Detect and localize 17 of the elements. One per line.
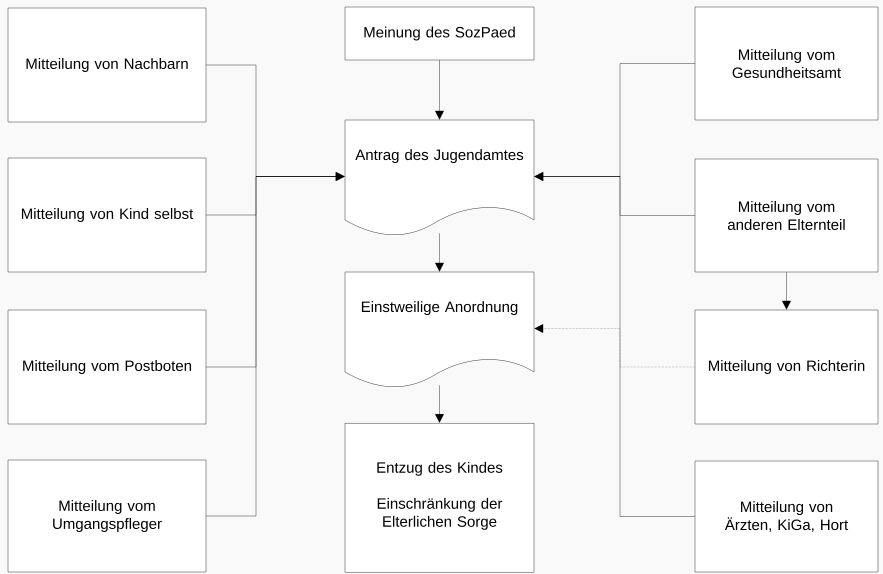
arrow (435, 385, 444, 423)
process-box: Mitteilung vom Gesundheitsamt (694, 6, 878, 120)
process-box: Meinung des SozPaed (344, 6, 534, 60)
process-box: Mitteilung von Kind selbst (8, 158, 206, 272)
process-box: Mitteilung vom Umgangspfleger (8, 460, 206, 572)
process-box: Mitteilung von Ärzten, KiGa, Hort (694, 460, 878, 572)
process-box: Mitteilung von Richterin (694, 310, 878, 424)
arrow (206, 172, 345, 516)
process-box: Mitteilung vom Postboten (8, 310, 206, 424)
process-box: Entzug des Kindes Einschränkung der Elterlichen Sorge (344, 423, 534, 572)
arrow (782, 272, 791, 310)
arrow (435, 233, 444, 272)
arrow (435, 60, 444, 120)
arrow (534, 172, 695, 517)
process-box: Mitteilung von Nachbarn (8, 8, 206, 122)
process-box: Mitteilung vom anderen Elternteil (694, 158, 878, 272)
arrow (534, 324, 695, 368)
